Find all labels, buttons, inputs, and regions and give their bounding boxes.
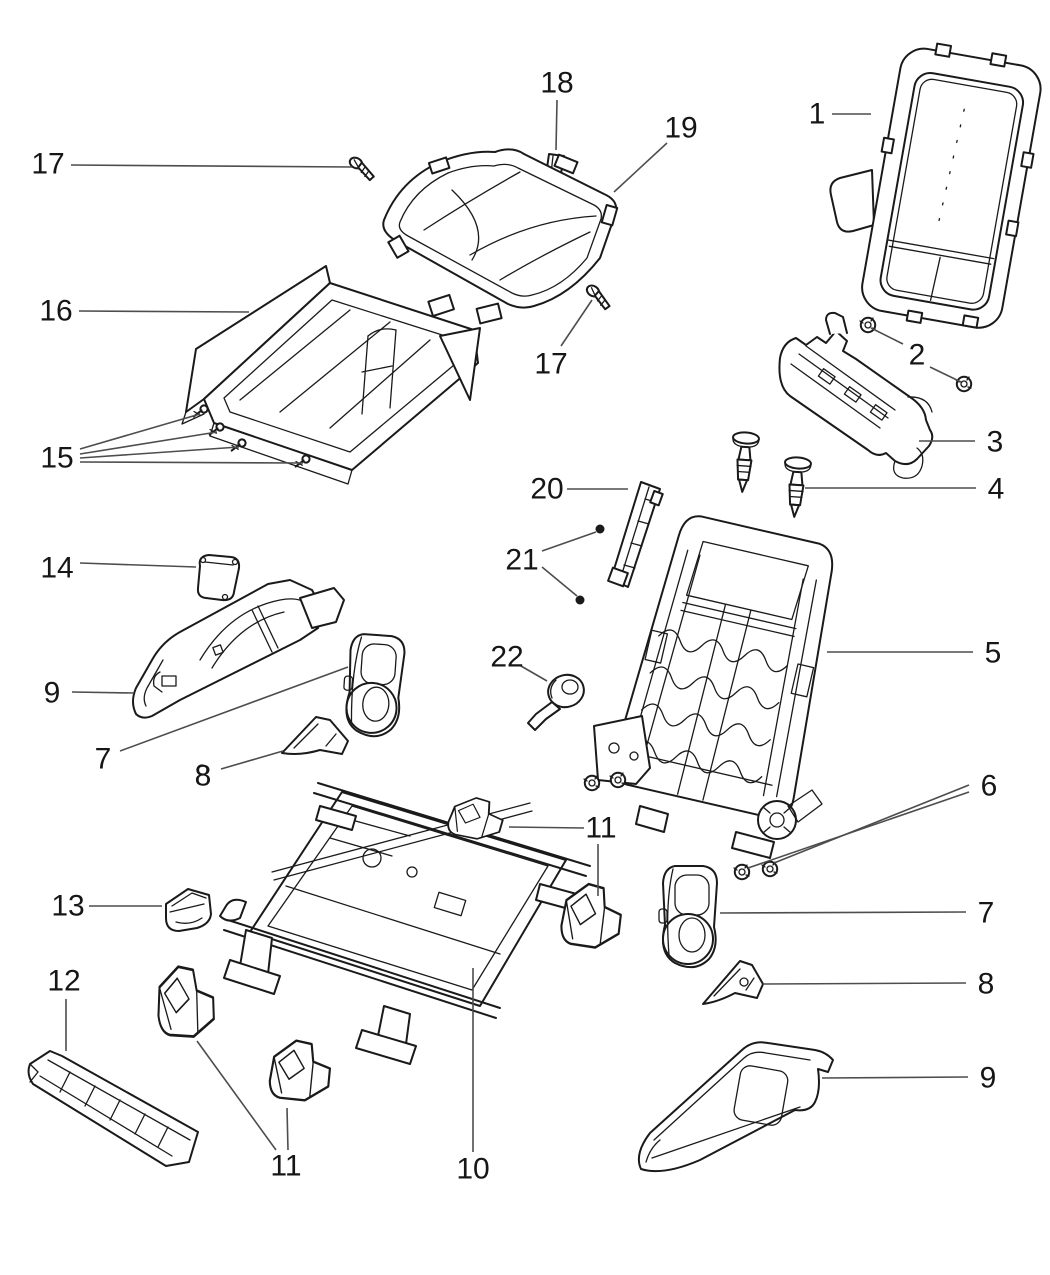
callout-10-number: 10: [456, 1153, 489, 1186]
part-side-shield-9-right: [637, 1041, 834, 1173]
leader-line-9-right: [821, 1076, 969, 1079]
callout-11-right-number: 11: [585, 812, 616, 845]
callout-2-number: 2: [909, 339, 926, 372]
part-seat-back-frame-5: [593, 515, 834, 859]
callout-16-number: 16: [39, 295, 72, 328]
callout-21-number: 21: [505, 544, 538, 577]
part-cushion-pad-16: [181, 265, 481, 485]
leader-line-18: [555, 99, 558, 151]
part-track-cover-12: [27, 1050, 199, 1167]
leader-line-17-top: [70, 164, 353, 168]
leader-line-22: [520, 665, 548, 682]
part-cushion-pan-19: [382, 148, 619, 325]
leader-line-11-bottom-1: [196, 1040, 277, 1151]
fastener-screws-21: [575, 524, 605, 605]
part-handle-bezel-8-left: [281, 716, 349, 755]
part-track-end-cover-11-a: [446, 795, 505, 842]
leader-line-15-1: [79, 413, 201, 450]
callout-14-number: 14: [40, 552, 73, 585]
callout-13-number: 13: [51, 890, 84, 923]
part-seat-adjuster-10: [219, 782, 591, 1065]
callout-17-mid-number: 17: [534, 348, 567, 381]
callout-11-bottom-number: 11: [270, 1150, 301, 1183]
callout-3-number: 3: [987, 426, 1004, 459]
callout-8-right-number: 8: [978, 968, 995, 1001]
callout-layer: 1234567891011111213141516171718192021227…: [31, 67, 1004, 1186]
leader-line-2-2: [929, 366, 962, 383]
callout-8-left-number: 8: [195, 760, 212, 793]
callout-1-number: 1: [809, 98, 826, 131]
leader-line-15-4: [79, 461, 304, 464]
callout-19-number: 19: [664, 112, 697, 145]
callout-4-number: 4: [988, 473, 1005, 506]
part-side-shield-9-left: [132, 579, 345, 776]
callout-9-right-number: 9: [980, 1062, 997, 1095]
callout-5-number: 5: [985, 637, 1002, 670]
part-access-cover-14: [196, 554, 241, 602]
leader-line-15-3: [79, 446, 240, 459]
leader-line-11-right-1: [508, 826, 585, 829]
leader-line-14: [79, 562, 197, 568]
part-recliner-handle-7-left: [339, 632, 407, 740]
leader-line-15-2: [79, 431, 218, 455]
callout-17-top-number: 17: [31, 148, 64, 181]
callout-6-number: 6: [981, 770, 998, 803]
fastener-screw-17-top: [345, 154, 379, 183]
fastener-pushpins-4: [728, 430, 813, 519]
part-trim-strip-20: [607, 481, 664, 588]
leader-line-17-mid: [560, 299, 593, 347]
callout-20-number: 20: [530, 473, 563, 506]
callout-22-number: 22: [490, 641, 523, 674]
leader-line-21-2: [541, 566, 578, 597]
callout-18-number: 18: [540, 67, 573, 100]
part-shield-bracket-3: [778, 311, 934, 479]
part-seat-back-panel-1: [829, 42, 1042, 329]
leader-line-21-1: [541, 531, 597, 552]
leader-line-8-left: [220, 750, 284, 770]
leader-line-11-bottom-2: [286, 1107, 289, 1151]
callout-9-left-number: 9: [44, 677, 61, 710]
leader-line-7-right: [719, 911, 967, 914]
leader-line-16: [78, 310, 250, 313]
leader-line-7-left: [119, 666, 349, 752]
callout-12-number: 12: [47, 965, 80, 998]
callout-7-right-number: 7: [978, 897, 995, 930]
leader-line-6-2: [773, 784, 970, 864]
part-track-end-cover-11-c: [149, 960, 221, 1044]
part-track-end-cover-11-d: [265, 1036, 334, 1105]
part-handle-bezel-8-right: [702, 960, 764, 1005]
part-recliner-handle-7-right: [658, 865, 718, 969]
leader-line-9-left: [71, 691, 135, 694]
callout-15-number: 15: [40, 442, 73, 475]
part-bracket-cover-13: [165, 888, 212, 932]
leader-line-2-1: [870, 327, 904, 345]
leader-line-19: [613, 142, 668, 193]
callout-7-left-number: 7: [95, 743, 112, 776]
part-release-handle-22: [527, 673, 585, 731]
leader-line-8-right: [762, 982, 967, 985]
